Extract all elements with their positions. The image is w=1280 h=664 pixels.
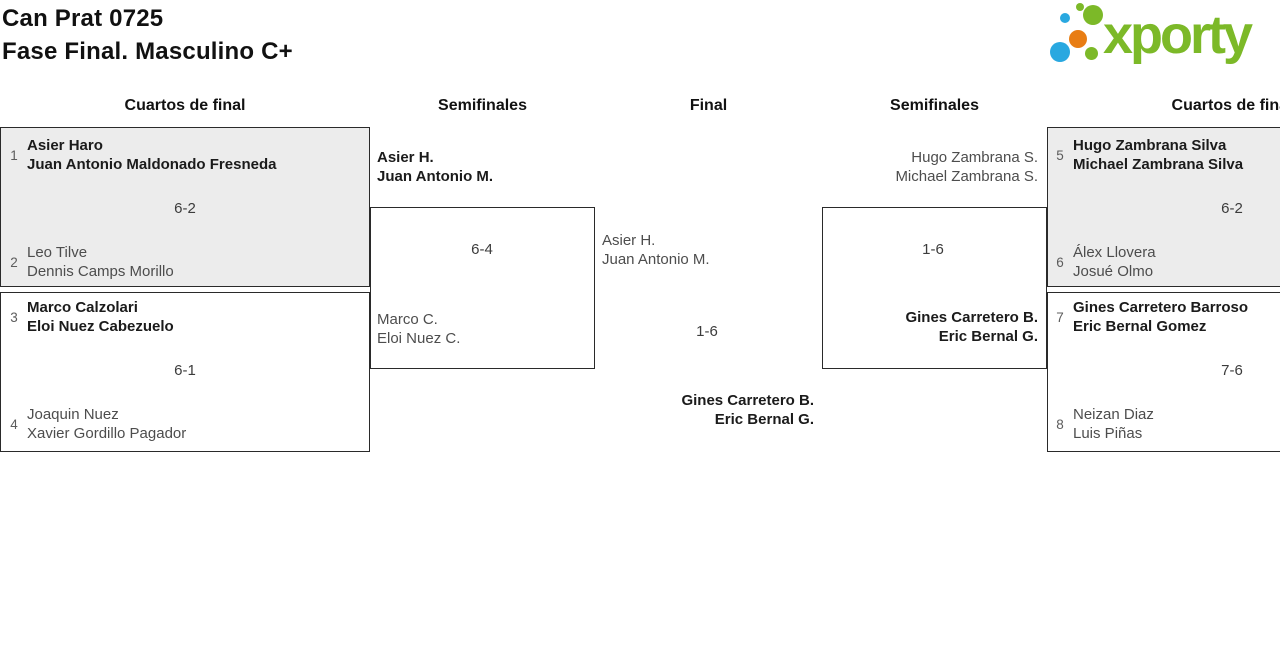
player-name: Álex Llovera <box>1073 244 1156 261</box>
team-qf-left-2-winner: 3 Marco Calzolari Eloi Nuez Cabezuelo <box>6 298 174 336</box>
team-sf-right-winner: Gines Carretero B. Eric Bernal G. <box>788 308 1038 346</box>
player-name: Marco C. <box>377 311 438 328</box>
team-names: Gines Carretero Barroso Eric Bernal Gome… <box>1073 298 1248 336</box>
player-name: Hugo Zambrana S. <box>911 149 1038 166</box>
seed-number: 1 <box>10 147 18 163</box>
page-title: Can Prat 0725 Fase Final. Masculino C+ <box>2 2 293 68</box>
player-name: Juan Antonio Maldonado Fresneda <box>27 156 277 173</box>
player-name: Eloi Nuez Cabezuelo <box>27 318 174 335</box>
seed-number: 5 <box>1056 147 1064 163</box>
team-names: Hugo Zambrana Silva Michael Zambrana Sil… <box>1073 136 1243 174</box>
match-score-qf-right-2: 7-6 <box>1221 362 1243 379</box>
player-name: Juan Antonio M. <box>602 251 710 268</box>
team-qf-left-1-loser: 2 Leo Tilve Dennis Camps Morillo <box>6 243 174 281</box>
team-names: Gines Carretero B. Eric Bernal G. <box>681 391 814 429</box>
team-names: Leo Tilve Dennis Camps Morillo <box>27 243 174 281</box>
seed-number: 8 <box>1056 416 1064 432</box>
team-names: Joaquin Nuez Xavier Gordillo Pagador <box>27 405 186 443</box>
player-name: Juan Antonio M. <box>377 168 494 185</box>
seed-number: 7 <box>1056 309 1064 325</box>
team-names: Hugo Zambrana S. Michael Zambrana S. <box>895 148 1038 186</box>
team-sf-left-winner: Asier H. Juan Antonio M. <box>377 148 493 186</box>
player-name: Michael Zambrana Silva <box>1073 156 1244 173</box>
team-sf-left-loser: Marco C. Eloi Nuez C. <box>377 310 460 348</box>
seed-number: 6 <box>1056 254 1064 270</box>
player-name: Asier H. <box>377 149 434 166</box>
match-box-qf-right-1[interactable] <box>1047 127 1280 287</box>
player-name: Michael Zambrana S. <box>895 168 1038 185</box>
player-name: Asier H. <box>602 232 656 249</box>
match-score-qf-right-1: 6-2 <box>1221 200 1243 217</box>
match-score-sf-left: 6-4 <box>471 241 493 258</box>
match-score-sf-right: 1-6 <box>922 241 944 258</box>
round-header-quarterfinals-right: Cuartos de final <box>1171 97 1280 114</box>
player-name: Eric Bernal G. <box>714 411 814 428</box>
match-box-sf-right[interactable] <box>822 207 1047 369</box>
logo-wordmark: xporty <box>1103 5 1253 65</box>
player-name: Marco Calzolari <box>27 299 138 316</box>
team-names: Marco C. Eloi Nuez C. <box>377 310 460 348</box>
player-name: Eloi Nuez C. <box>377 330 461 347</box>
player-name: Luis Piñas <box>1073 425 1143 442</box>
team-qf-left-2-loser: 4 Joaquin Nuez Xavier Gordillo Pagador <box>6 405 186 443</box>
tournament-name: Can Prat 0725 <box>2 5 164 32</box>
player-name: Josué Olmo <box>1073 263 1154 280</box>
player-name: Dennis Camps Morillo <box>27 263 174 280</box>
player-name: Joaquin Nuez <box>27 406 119 423</box>
team-qf-right-2-winner: 7 Gines Carretero Barroso Eric Bernal Go… <box>1052 298 1248 336</box>
player-name: Asier Haro <box>27 137 103 154</box>
team-names: Gines Carretero B. Eric Bernal G. <box>905 308 1038 346</box>
team-qf-right-1-winner: 5 Hugo Zambrana Silva Michael Zambrana S… <box>1052 136 1243 174</box>
team-names: Asier Haro Juan Antonio Maldonado Fresne… <box>27 136 276 174</box>
team-names: Neizan Diaz Luis Piñas <box>1073 405 1154 443</box>
seed-number: 4 <box>10 416 18 432</box>
team-names: Asier H. Juan Antonio M. <box>602 231 710 269</box>
logo-dot-orange <box>1069 30 1087 48</box>
team-qf-right-1-loser: 6 Álex Llovera Josué Olmo <box>1052 243 1156 281</box>
logo-dot-green-small-top <box>1076 3 1084 11</box>
player-name: Leo Tilve <box>27 244 88 261</box>
logo-dot-green-small-bottom <box>1085 47 1098 60</box>
player-name: Eric Bernal Gomez <box>1073 318 1207 335</box>
match-score-final: 1-6 <box>696 323 718 340</box>
match-box-qf-right-2[interactable] <box>1047 292 1280 452</box>
player-name: Eric Bernal G. <box>938 328 1038 345</box>
player-name: Gines Carretero B. <box>905 309 1038 326</box>
logo-dot-green-large <box>1083 5 1103 25</box>
player-name: Gines Carretero B. <box>681 392 814 409</box>
xporty-logo: xporty <box>1045 0 1280 80</box>
match-score-qf-left-2: 6-1 <box>174 362 196 379</box>
team-sf-right-loser: Hugo Zambrana S. Michael Zambrana S. <box>788 148 1038 186</box>
team-names: Asier H. Juan Antonio M. <box>377 148 493 186</box>
match-box-sf-left[interactable] <box>370 207 595 369</box>
player-name: Xavier Gordillo Pagador <box>27 425 187 442</box>
team-qf-left-1-winner: 1 Asier Haro Juan Antonio Maldonado Fres… <box>6 136 276 174</box>
round-header-semifinals-right: Semifinales <box>890 97 979 114</box>
match-score-qf-left-1: 6-2 <box>174 200 196 217</box>
team-qf-right-2-loser: 8 Neizan Diaz Luis Piñas <box>1052 405 1154 443</box>
team-names: Marco Calzolari Eloi Nuez Cabezuelo <box>27 298 174 336</box>
team-names: Álex Llovera Josué Olmo <box>1073 243 1156 281</box>
logo-dot-blue-small <box>1060 13 1070 23</box>
team-final-champion: Gines Carretero B. Eric Bernal G. <box>564 391 814 429</box>
round-header-final: Final <box>689 97 728 114</box>
logo-dot-blue-large <box>1050 42 1070 62</box>
seed-number: 2 <box>10 254 18 270</box>
round-header-semifinals-left: Semifinales <box>438 97 527 114</box>
seed-number: 3 <box>10 309 18 325</box>
match-box-qf-left-2[interactable] <box>0 292 370 452</box>
player-name: Hugo Zambrana Silva <box>1073 137 1227 154</box>
match-box-qf-left-1[interactable] <box>0 127 370 287</box>
phase-category: Fase Final. Masculino C+ <box>2 38 293 65</box>
player-name: Gines Carretero Barroso <box>1073 299 1249 316</box>
player-name: Neizan Diaz <box>1073 406 1154 423</box>
team-final-runnerup: Asier H. Juan Antonio M. <box>602 231 710 269</box>
round-header-quarterfinals-left: Cuartos de final <box>124 97 246 114</box>
